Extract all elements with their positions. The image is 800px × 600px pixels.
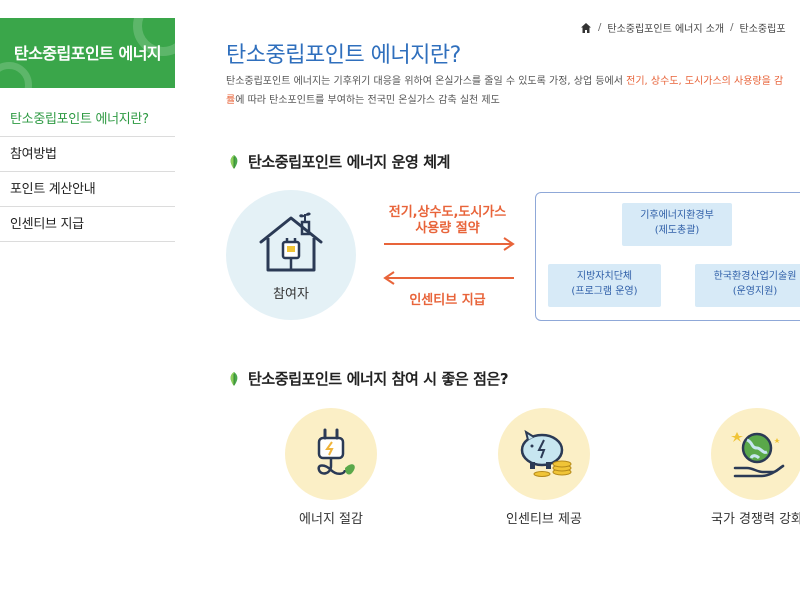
benefit-label: 인센티브 제공 (506, 512, 582, 527)
right-arrow-icon (384, 237, 515, 251)
benefit-competitiveness-circle (711, 408, 800, 500)
page-description: 탄소중립포인트 에너지는 기후위기 대응을 위하여 온실가스를 줄일 수 있도록… (226, 72, 800, 110)
participant-label: 참여자 (273, 287, 309, 302)
benefit-label: 에너지 절감 (299, 512, 363, 527)
benefit-label: 국가 경쟁력 강화 (711, 512, 800, 527)
left-arrow-icon (383, 271, 514, 285)
house-plug-icon (259, 212, 323, 272)
benefit-energy-circle (285, 408, 377, 500)
sidebar-menu: 탄소중립포인트 에너지란? 참여방법 포인트 계산안내 인센티브 지급 (0, 102, 175, 242)
arrow-label-line: 사용량 절약 (415, 221, 480, 236)
desc-highlight: 률 (226, 95, 236, 106)
sidebar-title: 탄소중립포인트 에너지 (13, 44, 162, 63)
org-name: 기후에너지환경부 (640, 210, 714, 221)
org-name: 한국환경산업기술원 (713, 271, 797, 282)
sidebar-item-incentive[interactable]: 인센티브 지급 (0, 207, 175, 242)
org-role: (운영지원) (732, 286, 778, 297)
piggy-bank-icon (520, 429, 572, 477)
participant-circle: 참여자 (226, 190, 356, 320)
sidebar-item-point-calculation[interactable]: 포인트 계산안내 (0, 172, 175, 207)
desc-text: 에 따라 탄소포인트를 부여하는 전국민 온실가스 감축 실천 제도 (235, 95, 500, 106)
sidebar-header: 탄소중립포인트 에너지 (0, 18, 175, 88)
globe-hand-icon (731, 432, 785, 478)
section-title-system: 탄소중립포인트 에너지 운영 체계 (226, 151, 450, 172)
org-role: (제도총괄) (654, 225, 700, 236)
decor-circle (133, 18, 175, 56)
org-role: (프로그램 운영) (571, 286, 638, 297)
benefit-incentive-circle (498, 408, 590, 500)
breadcrumb-separator: / (598, 22, 602, 33)
org-ministry: 기후에너지환경부 (제도총괄) (622, 203, 732, 246)
section-title-text: 탄소중립포인트 에너지 운영 체계 (248, 153, 451, 171)
breadcrumb-item[interactable]: 탄소중립포 (739, 24, 786, 35)
breadcrumb: / 탄소중립포인트 에너지 소개 / 탄소중립포 (580, 20, 786, 35)
org-local-government: 지방자치단체 (프로그램 운영) (548, 264, 661, 307)
section-title-text: 탄소중립포인트 에너지 참여 시 좋은 점은? (248, 370, 509, 388)
home-icon[interactable] (580, 22, 592, 34)
plug-icon (317, 428, 355, 475)
breadcrumb-separator: / (730, 22, 734, 33)
page-title: 탄소중립포인트 에너지란? (226, 43, 461, 68)
arrow-label-incentive: 인센티브 지급 (409, 293, 486, 308)
sidebar-item-how-to-join[interactable]: 참여방법 (0, 137, 175, 172)
arrow-label-saving: 전기,상수도,도시가스 사용량 절약 (380, 205, 515, 237)
leaf-icon (230, 154, 238, 169)
flow-arrows (383, 237, 515, 285)
section-title-benefits: 탄소중립포인트 에너지 참여 시 좋은 점은? (226, 368, 509, 389)
org-name: 지방자치단체 (576, 271, 633, 282)
decor-circle (0, 62, 32, 88)
arrow-label-line: 전기,상수도,도시가스 (388, 205, 507, 220)
desc-highlight: 전기, 상수도, 도시가스의 사용량을 감 (626, 76, 784, 87)
desc-text: 탄소중립포인트 에너지는 기후위기 대응을 위하여 온실가스를 줄일 수 있도록… (226, 76, 627, 87)
breadcrumb-item[interactable]: 탄소중립포인트 에너지 소개 (607, 24, 725, 35)
org-keiti: 한국환경산업기술원 (운영지원) (695, 264, 800, 307)
leaf-icon (230, 371, 238, 386)
sidebar-item-about[interactable]: 탄소중립포인트 에너지란? (0, 102, 175, 137)
